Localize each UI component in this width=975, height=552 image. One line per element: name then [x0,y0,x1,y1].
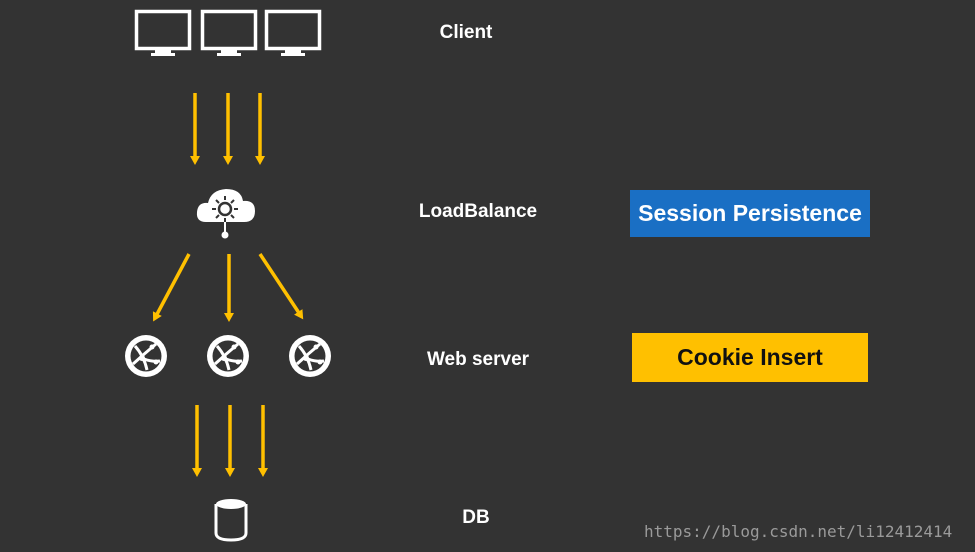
web-server-icon [125,335,167,377]
arrow [258,253,304,320]
tier-label-db: DB [462,507,490,528]
cookie-insert-tag: Cookie Insert [632,333,868,382]
cloud-load-balancer-icon [196,189,255,239]
tier-label-webserver: Web server [426,349,530,370]
cookie-insert-label: Cookie Insert [677,344,823,370]
web-server-icon [289,335,331,377]
monitor-icon [200,9,258,56]
database-icon [214,499,248,542]
monitor-icon [264,9,322,56]
web-server-icon [207,335,249,377]
session-persistence-label: Session Persistence [638,200,862,226]
monitor-icon [134,9,192,56]
watermark: https://blog.csdn.net/li12412414 [644,522,953,541]
tier-label-loadbalance: LoadBalance [418,201,538,222]
session-persistence-tag: Session Persistence [630,190,870,237]
arrow [152,253,191,322]
tier-label-client: Client [439,22,493,43]
